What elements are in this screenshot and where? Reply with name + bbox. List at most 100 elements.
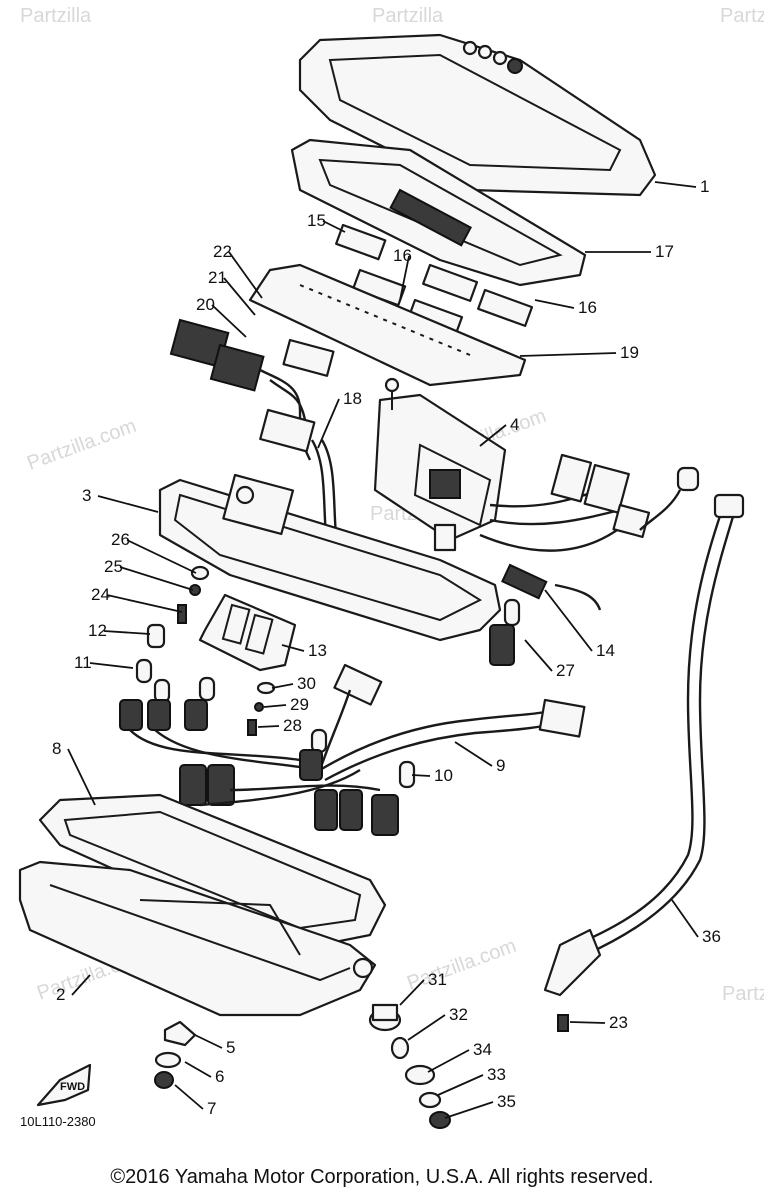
callout-leader [184, 1061, 212, 1078]
callout-leader [399, 979, 425, 1006]
callout-leader [654, 181, 697, 188]
callout-leader [671, 899, 699, 938]
part-9-lamp-harness [299, 663, 586, 782]
right-connectors [479, 453, 700, 552]
callout-leader [407, 1014, 446, 1041]
parts-31-35-hardware [368, 1003, 451, 1129]
connector-block [169, 318, 335, 461]
callout-leader [126, 539, 197, 574]
part-number-label: 23 [609, 1013, 628, 1032]
part-number-label: 34 [473, 1040, 492, 1059]
part-number-label: 21 [208, 268, 227, 287]
part-14-bulb-socket [501, 563, 602, 611]
callout-leader [119, 566, 194, 591]
callout-leader [271, 683, 294, 689]
part-number-label: 3 [82, 486, 91, 505]
part-number-label: 7 [207, 1099, 216, 1118]
part-number-label: 36 [702, 927, 721, 946]
callout-leader [211, 304, 247, 338]
part-number-label: 25 [104, 557, 123, 576]
part-13-indicator-panel [198, 593, 297, 672]
part-36-speedometer-cable [543, 493, 745, 1032]
part-number-label: 33 [487, 1065, 506, 1084]
watermark: Partzilla [372, 5, 444, 27]
part-number-label: 9 [496, 756, 505, 775]
fwd-arrow-icon: FWD [36, 1063, 92, 1107]
callout-leader [519, 352, 617, 357]
callout-leader [317, 398, 340, 449]
copyright-notice: ©2016 Yamaha Motor Corporation, U.S.A. A… [110, 1166, 654, 1188]
part-number-label: 27 [556, 661, 575, 680]
diagram-code: 10L110-2380 [20, 1114, 96, 1129]
part-number-label: 16 [578, 298, 597, 317]
part-number-label: 5 [226, 1038, 235, 1057]
callout-leader [399, 255, 410, 301]
watermark: Partzilla.com [404, 935, 519, 995]
part-17-display-panel [290, 138, 587, 287]
part-number-label: 17 [655, 242, 674, 261]
part-number-label: 19 [620, 343, 639, 362]
part-number-label: 15 [307, 211, 326, 230]
part-number-label: 1 [700, 177, 709, 196]
part-number-label: 24 [91, 585, 110, 604]
parts-15-16-lcd-elements [335, 223, 534, 337]
callout-leader [67, 748, 96, 806]
callout-leader [263, 704, 287, 708]
callout-leader [71, 974, 91, 996]
part-11-bulb-sockets [119, 658, 321, 772]
part-number-label: 2 [56, 985, 65, 1004]
fwd-label: FWD [60, 1081, 85, 1093]
callout-leader [454, 741, 493, 767]
part-2-bottom-case [18, 860, 377, 1017]
callout-leader [427, 1049, 470, 1073]
part-27-bulb [489, 598, 521, 666]
watermark: Partzilla [720, 5, 764, 27]
part-number-label: 26 [111, 530, 130, 549]
part-number-label: 4 [510, 415, 519, 434]
part-number-label: 14 [596, 641, 615, 660]
part-19-circuit-board [248, 263, 527, 387]
part-4-tachometer-assembly [373, 377, 507, 552]
part-number-label: 32 [449, 1005, 468, 1024]
watermark: Partzilla.com [24, 415, 139, 475]
callout-leader [174, 1084, 204, 1110]
watermark: Partzilla [722, 983, 764, 1005]
part-number-label: 22 [213, 242, 232, 261]
part-3-meter-case [158, 473, 502, 642]
part-number-label: 31 [428, 970, 447, 989]
callout-leader [479, 424, 507, 447]
callout-leader [524, 639, 553, 672]
part-number-label: 30 [297, 674, 316, 693]
callout-leader [444, 1101, 494, 1119]
part-number-label: 29 [290, 695, 309, 714]
parts-5-7-hardware [154, 1020, 197, 1089]
callout-leader [228, 251, 263, 299]
callout-leader [281, 644, 305, 652]
part-number-label: 16 [393, 246, 412, 265]
part-number-label: 18 [343, 389, 362, 408]
callout-leader [97, 495, 159, 513]
callout-leader [322, 220, 346, 233]
part-number-label: 12 [88, 621, 107, 640]
callout-leader [89, 662, 134, 669]
part-10-bulb-group [179, 760, 416, 836]
callout-leader [411, 774, 431, 777]
part-number-label: 20 [196, 295, 215, 314]
callout-leader [534, 299, 575, 309]
part-1-meter-cover [298, 33, 657, 197]
callout-leader [569, 1021, 606, 1024]
part-number-label: 8 [52, 739, 61, 758]
callout-leader [223, 277, 256, 316]
part-number-label: 10 [434, 766, 453, 785]
part-number-label: 11 [74, 653, 92, 672]
parts-24-26-hardware [146, 565, 210, 649]
watermark: Partzilla [20, 5, 92, 27]
part-number-label: 6 [215, 1067, 224, 1086]
callout-leader [437, 1074, 484, 1096]
callout-leader [103, 630, 151, 635]
part-number-label: 35 [497, 1092, 516, 1111]
callout-leader [194, 1034, 223, 1049]
callout-leader [544, 589, 593, 652]
